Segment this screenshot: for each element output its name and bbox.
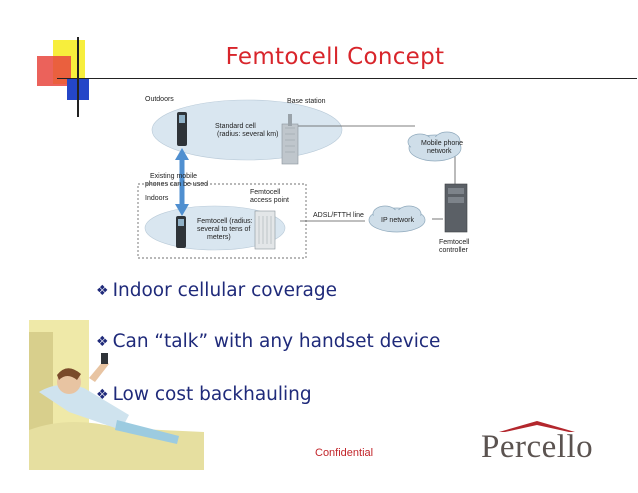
slide-title: Femtocell Concept <box>225 44 445 70</box>
femtocell-access-point-icon <box>254 210 276 250</box>
decor-red-square <box>37 56 71 86</box>
label-mobile-network-1: Mobile phone <box>421 140 463 147</box>
bullet-text: Low cost backhauling <box>112 384 312 405</box>
label-mobile-network-2: network <box>427 148 452 155</box>
footer-confidential: Confidential <box>315 447 374 459</box>
label-femto-ap-1: Femtocell <box>250 189 281 196</box>
mobile-network-cloud-icon <box>407 131 462 162</box>
title-underline <box>57 78 637 79</box>
label-controller-2: controller <box>439 247 468 254</box>
bullet-text: Indoor cellular coverage <box>112 280 338 301</box>
label-controller-1: Femtocell <box>439 239 470 246</box>
label-femto-ap-2: access point <box>250 197 289 204</box>
base-station-icon <box>281 114 299 165</box>
woman-with-phone-photo <box>29 320 204 470</box>
indoor-phone-icon <box>176 216 186 248</box>
label-femto-cell-3: meters) <box>207 234 231 241</box>
label-standard-cell-1: Standard cell <box>215 123 256 130</box>
logo-roof-icon <box>499 421 575 432</box>
bullet-item: ❖Can “talk” with any handset device <box>96 331 440 352</box>
label-existing-1: Existing mobile <box>150 173 197 180</box>
ip-network-cloud-icon <box>368 205 426 233</box>
femtocell-controller-icon <box>444 183 468 233</box>
label-ip-network: IP network <box>381 217 414 224</box>
diamond-bullet-icon: ❖ <box>96 283 109 299</box>
bullet-text: Can “talk” with any handset device <box>112 331 441 352</box>
bullet-item: ❖Indoor cellular coverage <box>96 280 337 301</box>
phone-migration-arrow-icon <box>175 148 189 216</box>
label-indoors: Indoors <box>145 195 169 202</box>
decor-vertical-line <box>77 37 79 117</box>
outdoor-phone-icon <box>177 112 187 146</box>
label-adsl: ADSL/FTTH line <box>313 212 364 219</box>
label-standard-cell-2: (radius: several km) <box>217 131 278 138</box>
label-outdoors: Outdoors <box>145 96 174 103</box>
label-femto-cell-1: Femtocell (radius: <box>197 218 253 225</box>
femtocell-diagram: Outdoors Base station Standard cell (rad… <box>137 96 470 259</box>
company-logo: Percello <box>481 429 594 465</box>
diamond-bullet-icon: ❖ <box>96 334 109 350</box>
label-base-station: Base station <box>287 98 326 105</box>
label-femto-cell-2: several to tens of <box>197 226 250 233</box>
label-existing-2: phones can be used <box>145 181 208 188</box>
